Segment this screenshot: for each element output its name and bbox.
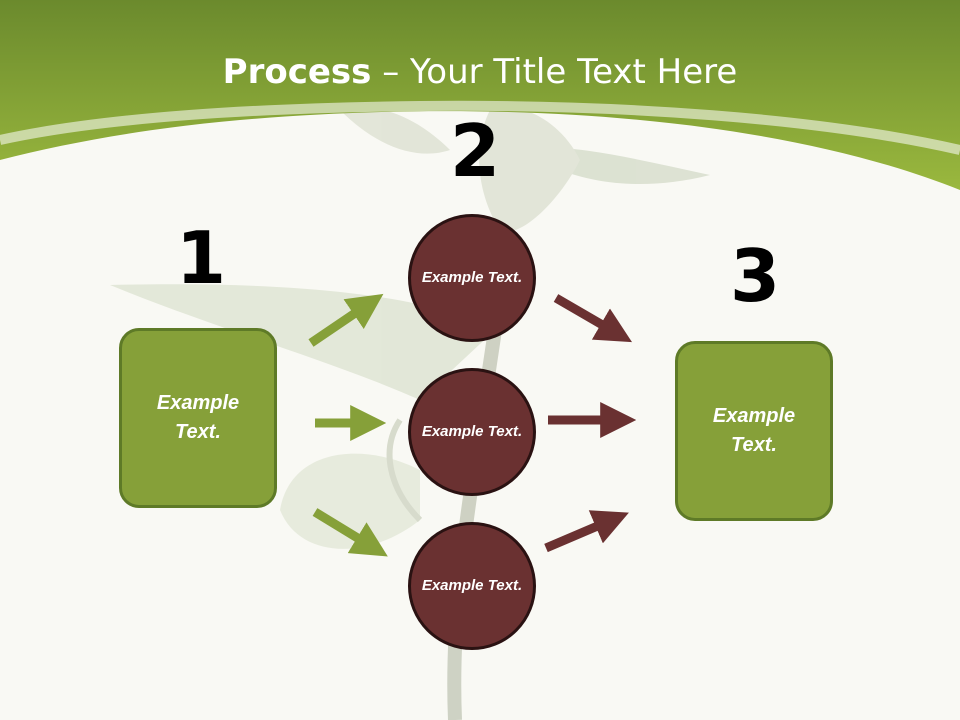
slide-title: Process – Your Title Text Here xyxy=(0,52,960,92)
step-2-circle-middle: Example Text. xyxy=(408,368,536,496)
step-number-3: 3 xyxy=(730,234,781,318)
step-number-1: 1 xyxy=(176,216,227,300)
step-number-2: 2 xyxy=(450,109,501,193)
title-bold: Process xyxy=(222,52,372,92)
step-3-box: Example Text. xyxy=(675,341,833,521)
title-rest: Your Title Text Here xyxy=(410,52,738,92)
step-1-box: Example Text. xyxy=(119,328,277,508)
step-2-circle-bottom: Example Text. xyxy=(408,522,536,650)
step-2-circle-top: Example Text. xyxy=(408,214,536,342)
title-dash: – xyxy=(371,52,411,92)
